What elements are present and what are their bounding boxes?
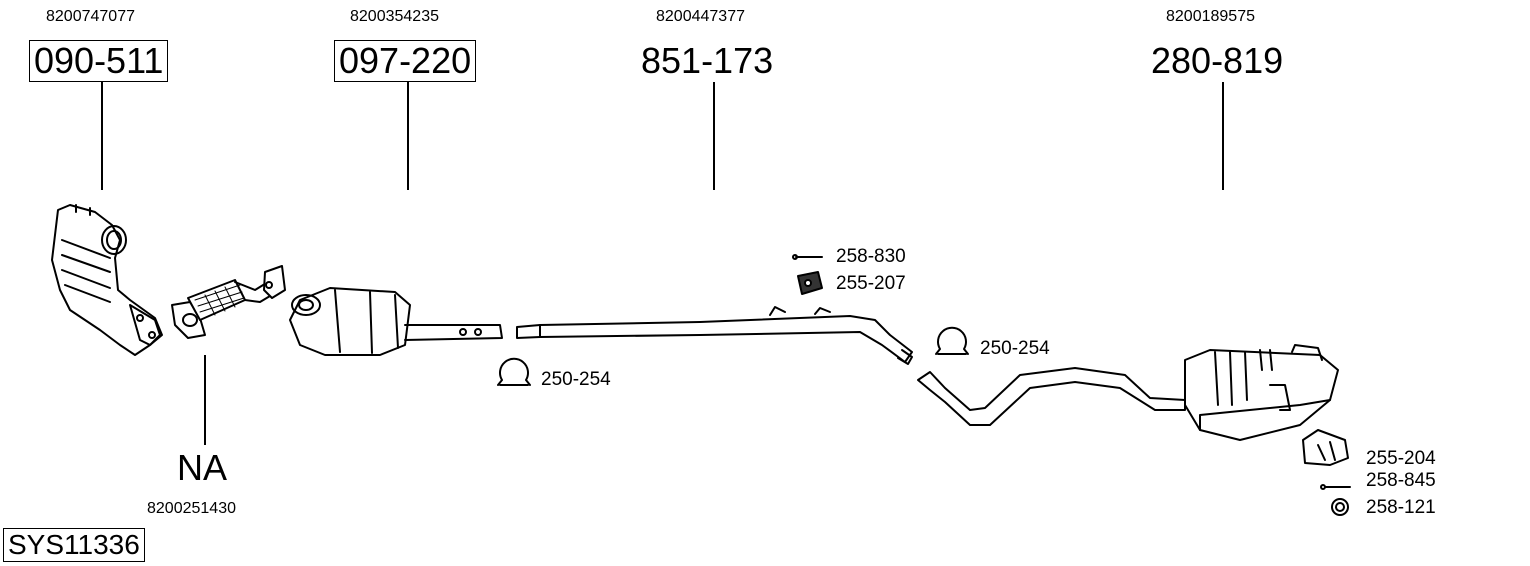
fitting-clamp-1[interactable]: 250-254	[541, 369, 611, 390]
fitting-hanger-rear[interactable]: 255-204	[1366, 448, 1436, 469]
clamp-icon	[497, 357, 531, 386]
clamp-icon	[935, 326, 969, 355]
flex-pipe-drawing[interactable]	[171, 265, 286, 339]
part-number-1[interactable]: 090-511	[29, 40, 169, 82]
hanger-icon	[1302, 429, 1349, 466]
leader-line	[713, 82, 715, 190]
leader-line	[204, 355, 206, 445]
part-ref-1: 8200747077	[46, 8, 135, 25]
bolt-icon	[792, 254, 823, 260]
fitting-clamp-2[interactable]: 250-254	[980, 338, 1050, 359]
part-number-2[interactable]: 097-220	[334, 40, 477, 82]
part-ref-4: 8200189575	[1166, 8, 1255, 25]
hanger-icon	[797, 271, 823, 295]
flex-pipe-ref: 8200251430	[147, 500, 236, 517]
particulate-filter-drawing[interactable]	[289, 287, 503, 356]
system-id: SYS11336	[3, 528, 145, 562]
part-number-3[interactable]: 851-173	[641, 40, 774, 81]
rear-silencer-drawing[interactable]	[917, 344, 1339, 441]
flex-pipe-number[interactable]: NA	[177, 447, 228, 488]
fitting-bolt-rear[interactable]: 258-845	[1366, 470, 1436, 491]
bolt-icon	[1320, 484, 1351, 490]
part-ref-3: 8200447377	[656, 8, 745, 25]
ring-icon	[1331, 498, 1349, 516]
leader-line	[1222, 82, 1224, 190]
fitting-ring-rear[interactable]: 258-121	[1366, 497, 1436, 518]
leader-line	[407, 82, 409, 190]
leader-line	[101, 82, 103, 190]
fitting-hanger-mid[interactable]: 255-207	[836, 273, 906, 294]
part-number-4[interactable]: 280-819	[1151, 40, 1284, 81]
part-ref-2: 8200354235	[350, 8, 439, 25]
manifold-catalyst-drawing[interactable]	[51, 204, 163, 356]
middle-pipe-drawing[interactable]	[516, 306, 913, 365]
fitting-bolt-mid[interactable]: 258-830	[836, 246, 906, 267]
